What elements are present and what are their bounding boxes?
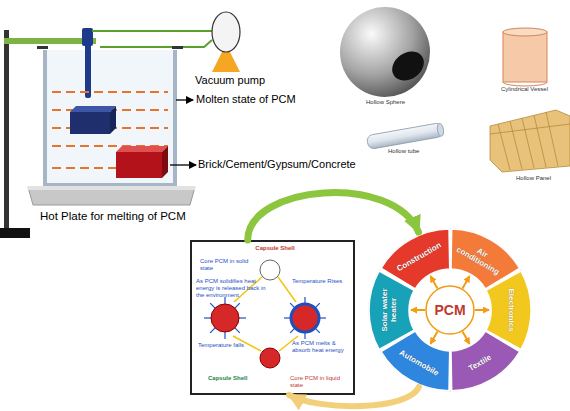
hollow-panel: [490, 110, 570, 172]
hot-plate: [28, 186, 195, 190]
hollow-tube: [366, 122, 444, 149]
hollow-panel: [498, 124, 510, 170]
vacuum-line: [92, 31, 212, 47]
text-label: Hollow Sphere: [366, 99, 405, 106]
flow-arrow: [289, 387, 419, 406]
radial-arrow: [431, 332, 438, 344]
brick-red: [162, 146, 168, 178]
capsule-illustration: [284, 297, 326, 339]
hollow-sphere: [340, 7, 430, 97]
brick-blue: [70, 106, 116, 134]
brick-blue: [70, 112, 110, 134]
capsule-illustration: [260, 260, 280, 280]
leader-arrow: [176, 99, 193, 100]
hollow-sphere: [387, 46, 430, 87]
hollow-sphere: [340, 7, 430, 97]
brick-blue: [70, 106, 116, 112]
segment-fill: [369, 271, 414, 350]
segment-fill: [451, 331, 520, 391]
hollow-panel: [534, 115, 546, 167]
text-label: Cylindrical Vessel: [501, 86, 548, 93]
retort-stand: [0, 228, 30, 238]
vacuum-pump: [212, 12, 240, 52]
brick-blue: [110, 106, 116, 134]
flow-arrow: [248, 193, 419, 240]
capsule-illustration: [204, 297, 246, 339]
molten-pcm-lines: [52, 91, 168, 93]
leader-arrow: [170, 100, 196, 165]
radial-arrow: [431, 276, 438, 288]
hollow-panel: [490, 112, 570, 170]
leader-arrow: [170, 164, 196, 165]
radial-arrow: [411, 309, 425, 311]
text-label: Hollow tube: [388, 148, 419, 155]
beaker: [37, 46, 48, 49]
annotation-text: Capsule Shell: [208, 375, 260, 382]
application-wheel: PCMConstructionAir conditioningElectroni…: [368, 228, 532, 392]
hollow-tube: [366, 123, 443, 150]
hollow-tube: [436, 123, 444, 137]
beaker: [45, 50, 175, 185]
annotation-text: Temperature Rises: [292, 278, 352, 285]
hollow-panel: [490, 110, 570, 172]
radial-arrow: [475, 309, 489, 311]
vacuum-line: [92, 30, 212, 32]
capsule-illustration: [211, 304, 239, 332]
annotation-text: As PCM solidifies heat energy is release…: [196, 278, 268, 299]
brick-red: [116, 152, 162, 178]
capsule-illustration: [260, 348, 280, 368]
text-label: Molten state of PCM: [196, 93, 296, 106]
hollow-panel: [490, 124, 570, 134]
capsule-illustration: [291, 304, 319, 332]
thermometer: [85, 38, 91, 98]
application-segment: Textile: [451, 331, 520, 391]
text-label: Brick/Cement/Gypsum/Concrete: [198, 158, 356, 171]
brick-red: [116, 146, 168, 152]
vacuum-pump: [212, 12, 240, 72]
hot-plate: [28, 186, 195, 205]
annotation-text: Capsule Shell: [252, 245, 298, 252]
annotation-text: Core PCM in solid state: [200, 258, 262, 272]
hollow-panel: [510, 121, 522, 169]
annotation-text: As PCM melts & absorb heat energy: [292, 340, 352, 354]
segment-label: Electronics: [506, 281, 515, 339]
annotation-text: Temperature falls: [198, 342, 250, 349]
beaker: [37, 46, 183, 185]
cylindrical-vessel: [503, 28, 547, 36]
text-label: Hollow Panel: [516, 175, 551, 182]
hollow-panel: [546, 112, 558, 166]
text-label: Hot Plate for melting of PCM: [40, 210, 186, 223]
hot-plate: [28, 187, 195, 205]
annotation-text: Core PCM in liquid state: [290, 375, 352, 389]
capsule-box: Capsule ShellCore PCM in solid stateAs P…: [190, 240, 355, 395]
vacuum-line: [100, 40, 212, 47]
hollow-panel: [522, 118, 534, 168]
radial-arrow: [463, 276, 470, 288]
segment-label: Solar water heater: [380, 281, 398, 339]
radial-arrow: [411, 276, 489, 344]
cylindrical-vessel: [503, 28, 547, 86]
radial-arrow: [463, 332, 470, 344]
application-segment: Solar water heater: [369, 271, 414, 350]
wheel-disc: [369, 229, 531, 391]
cylindrical-vessel: [503, 82, 547, 86]
beaker: [172, 46, 183, 49]
retort-stand: [4, 30, 9, 232]
core-label: PCM: [420, 302, 480, 318]
brick-red: [116, 146, 168, 178]
text-label: Vacuum pump: [195, 74, 265, 87]
thermometer: [85, 38, 91, 98]
cylindrical-vessel: [503, 32, 547, 82]
